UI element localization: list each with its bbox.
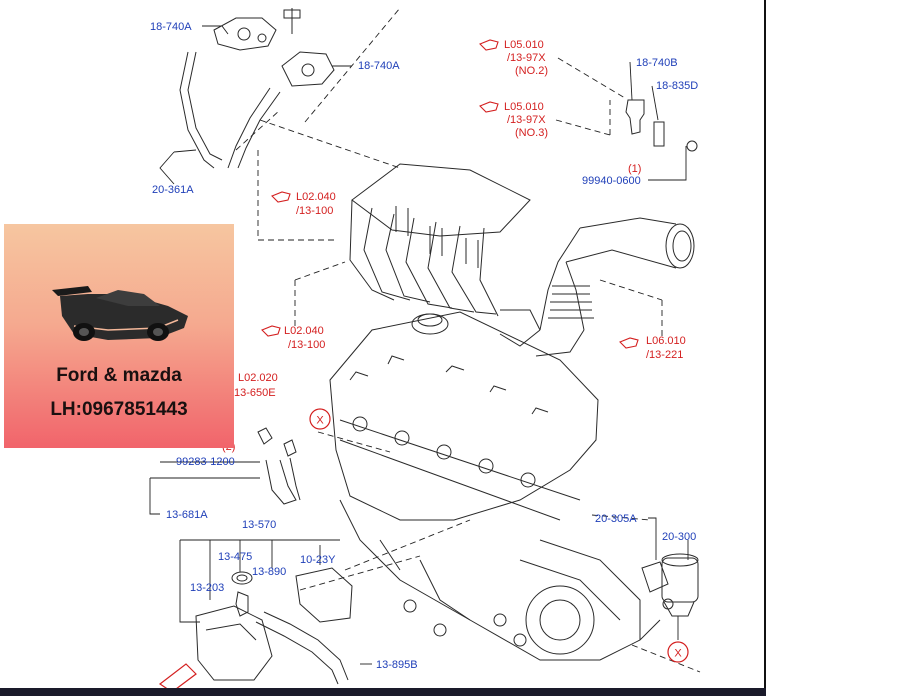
engine-block [329,311,661,661]
callout-18-740B: 18-740B [636,57,678,69]
promo-phone: LH:0967851443 [50,399,188,420]
ref-1-note: (NO.2) [515,65,548,77]
callout-99283: 99283-1200 [176,456,235,468]
sports-car-icon [52,286,188,341]
ref-4-sub: /13-100 [288,339,325,351]
bracket-18-740A-mid [281,51,335,87]
callout-13-475: 13-475 [218,551,252,563]
ref-6-code: L06.010 [646,335,686,347]
ref-2-sub: /13-97X [507,114,546,126]
callout-20-361A: 20-361A [152,184,194,196]
callout-18-835D: 18-835D [656,80,698,92]
sensor-18-740B [625,99,698,152]
x-marker-2: X [667,641,689,663]
pcv-hose-13-681A [257,427,301,505]
dashed-leaders [235,7,701,673]
callout-18-740A-mid: 18-740A [358,60,400,72]
callout-13-203: 13-203 [190,582,224,594]
bracket-18-740A-top [213,8,301,51]
oil-separator-assembly [195,567,353,685]
egr-valve-20-300 [641,553,699,617]
frame-right-border [764,0,766,696]
x-marker-2-label: X [674,648,682,660]
pointer-hand-icons [261,39,639,349]
callout-13-570: 13-570 [242,519,276,531]
ref-5-code: L02.020 [238,372,278,384]
air-intake-duct [499,217,695,357]
x-marker-1: X [309,408,331,430]
callout-99940-qty: (1) [628,163,641,175]
promo-banner: Ford & mazda LH:0967851443 [4,224,234,448]
ref-2-code: L05.010 [504,101,544,113]
callout-99940: 99940-0600 [582,175,641,187]
ref-1-code: L05.010 [504,39,544,51]
ref-4-code: L02.040 [284,325,324,337]
callout-13-895B: 13-895B [376,659,418,671]
callout-10-23Y: 10-23Y [300,554,336,566]
callout-20-305A: 20-305A [595,513,637,525]
ref-3-sub: /13-100 [296,205,333,217]
vacuum-hoses-20-361A [179,51,281,169]
ref-1-sub: /13-97X [507,52,546,64]
frame-bottom-bar [0,688,766,696]
ref-6-sub: /13-221 [646,349,683,361]
callout-20-300: 20-300 [662,531,696,543]
intake-manifold [349,163,531,317]
ref-3-code: L02.040 [296,191,336,203]
solid-leaders [149,25,689,665]
ref-2-note: (NO.3) [515,127,548,139]
reference-labels: L05.010 /13-97X (NO.2) L05.010 /13-97X (… [234,39,686,399]
callout-18-740A-top: 18-740A [150,21,192,33]
callout-13-890: 13-890 [252,566,286,578]
promo-title: Ford & mazda [56,365,182,386]
ref-5-sub: 13-650E [234,387,276,399]
callout-13-681A: 13-681A [166,509,208,521]
x-marker-1-label: X [316,415,324,427]
